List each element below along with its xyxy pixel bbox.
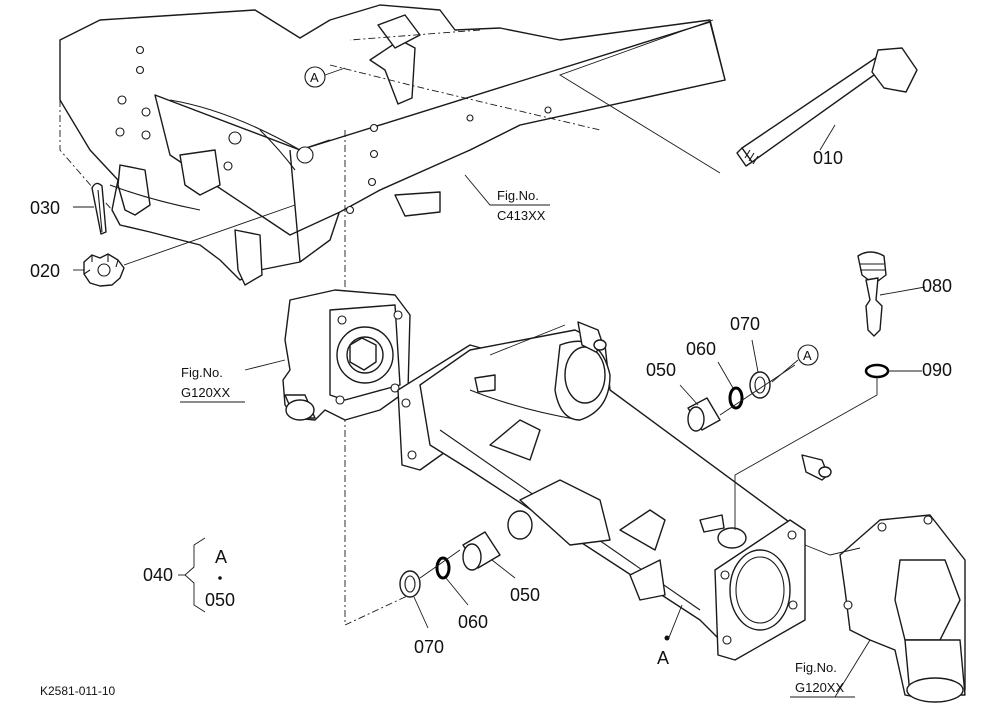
o-ring-060-bottom[interactable] xyxy=(435,556,451,580)
grease-fitting-lower xyxy=(801,454,832,481)
fig-ref-c413: C413XX xyxy=(497,208,546,223)
kit-040-item-a: A xyxy=(215,547,227,567)
part-number-040: 040 xyxy=(143,565,173,585)
part-number-060-top: 060 xyxy=(686,339,716,359)
kit-040-item-050: 050 xyxy=(205,590,235,610)
part-number-050-bottom: 050 xyxy=(510,585,540,605)
left-flange-housing xyxy=(282,289,411,421)
plug-080[interactable] xyxy=(857,251,887,337)
part-number-030: 030 xyxy=(30,198,60,218)
svg-text:A: A xyxy=(657,648,669,668)
grease-fitting-upper xyxy=(577,321,607,353)
bushing-050-bottom[interactable] xyxy=(462,531,501,571)
collar-070-bottom[interactable] xyxy=(399,570,421,598)
part-number-050-top: 050 xyxy=(646,360,676,380)
fig-ref-g120-right: G120XX xyxy=(795,680,844,695)
cotter-pin-030[interactable] xyxy=(91,182,107,235)
part-number-080: 080 xyxy=(922,276,952,296)
o-ring-060-top[interactable] xyxy=(728,386,744,410)
fig-ref-label-right: Fig.No. xyxy=(795,660,837,675)
part-number-070-bottom: 070 xyxy=(414,637,444,657)
collar-070-top[interactable] xyxy=(749,371,771,399)
callout-a-bottom: A xyxy=(657,604,683,668)
fig-ref-g120-left: G120XX xyxy=(181,385,230,400)
axle-housing xyxy=(397,329,806,661)
bushing-050-top[interactable] xyxy=(687,397,721,432)
fig-ref-label-left: Fig.No. xyxy=(181,365,223,380)
part-number-090: 090 xyxy=(922,360,952,380)
part-number-020: 020 xyxy=(30,261,60,281)
fig-ref-label: Fig.No. xyxy=(497,188,539,203)
bolt-010[interactable] xyxy=(736,47,918,167)
part-number-070-top: 070 xyxy=(730,314,760,334)
part-number-060-bottom: 060 xyxy=(458,612,488,632)
part-number-010: 010 xyxy=(813,148,843,168)
diagram-id: K2581-011-10 xyxy=(40,684,115,698)
callout-a-right: A xyxy=(771,344,819,383)
callout-a-top: A xyxy=(304,66,346,88)
svg-text:A: A xyxy=(803,348,812,363)
castle-nut-020[interactable] xyxy=(83,253,125,287)
svg-text:A: A xyxy=(310,70,319,85)
o-ring-090[interactable] xyxy=(864,363,890,379)
frame-assembly xyxy=(59,4,726,286)
right-flange-housing xyxy=(839,514,966,703)
kit-040-bracket: A 050 xyxy=(178,537,235,613)
